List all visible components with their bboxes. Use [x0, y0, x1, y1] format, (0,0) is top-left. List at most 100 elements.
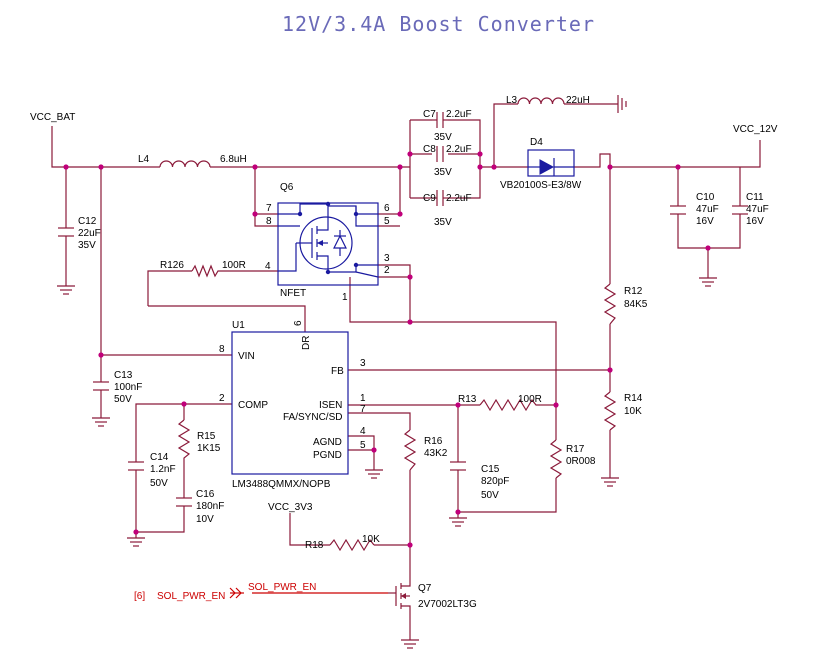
resistor-r18: R18 10K — [305, 534, 380, 552]
u1-pin-isen: ISEN — [319, 400, 342, 411]
r14-value: 10K — [624, 406, 642, 417]
u1-pin-num-7: 7 — [360, 404, 366, 415]
c8-rating: 35V — [434, 167, 452, 178]
c12-value: 22uF — [78, 228, 101, 239]
d4-value: VB20100S-E3/8W — [500, 180, 582, 191]
u1-pin-agnd: AGND — [313, 437, 342, 448]
net-label-vcc-3v3: VCC_3V3 — [268, 502, 313, 513]
u1-pin-num-1: 1 — [360, 393, 366, 404]
c14-rating: 50V — [150, 478, 168, 489]
r13-ref: R13 — [458, 394, 477, 405]
capacitor-c9: C9 2.2uF 35V — [423, 190, 472, 228]
capacitor-c15: C15 820pF 50V — [450, 461, 509, 501]
c9-ref: C9 — [423, 193, 436, 204]
schematic-title: 12V/3.4A Boost Converter — [282, 12, 595, 36]
c13-value: 100nF — [114, 382, 142, 393]
q7-value: 2V7002LT3G — [418, 599, 477, 610]
c14-ref: C14 — [150, 452, 169, 463]
q6-pin-8: 8 — [266, 216, 272, 227]
u1-pin-dr: DR — [301, 336, 312, 350]
c12-ref: C12 — [78, 216, 97, 227]
u1-pin-fb: FB — [331, 366, 344, 377]
r15-ref: R15 — [197, 431, 216, 442]
r18-value: 10K — [362, 534, 380, 545]
c13-ref: C13 — [114, 370, 133, 381]
d4-ref: D4 — [530, 137, 543, 148]
q6-pin-2: 2 — [384, 265, 390, 276]
r13-value: 100R — [518, 394, 542, 405]
junction-dots — [63, 151, 711, 548]
capacitor-c11: C11 47uF 16V — [732, 192, 769, 227]
resistor-r17: R17 0R008 — [549, 439, 596, 479]
q7-ref: Q7 — [418, 583, 432, 594]
q6-ref: Q6 — [280, 182, 294, 193]
inductor-l3: L3 22uH — [506, 95, 590, 106]
u1-pin-vin: VIN — [238, 351, 255, 362]
c10-value: 47uF — [696, 204, 719, 215]
l3-value: 22uH — [566, 95, 590, 106]
r12-value: 84K5 — [624, 299, 648, 310]
u1-pin-num-8: 8 — [219, 344, 225, 355]
u1-pin-comp: COMP — [238, 400, 268, 411]
u1-pin-num-6: 6 — [293, 320, 304, 326]
ground-symbols — [57, 95, 717, 649]
u1-part: LM3488QMMX/NOPB — [232, 479, 331, 490]
capacitor-c10: C10 47uF 16V — [670, 192, 719, 227]
c13-rating: 50V — [114, 394, 132, 405]
resistor-r12: R12 84K5 — [603, 283, 648, 325]
resistor-r13: R13 100R — [458, 394, 542, 412]
r16-value: 43K2 — [424, 448, 448, 459]
c16-ref: C16 — [196, 489, 215, 500]
c16-value: 180nF — [196, 501, 224, 512]
r12-ref: R12 — [624, 286, 643, 297]
capacitor-c8: C8 2.2uF 35V — [423, 144, 472, 178]
c10-ref: C10 — [696, 192, 715, 203]
port-sol-pwr-en: SOL_PWR_EN — [157, 591, 225, 602]
r15-value: 1K15 — [197, 443, 221, 454]
u1-ref: U1 — [232, 320, 245, 331]
capacitor-c13: C13 100nF 50V — [93, 370, 142, 405]
net-label-vcc-bat: VCC_BAT — [30, 112, 75, 123]
c7-value: 2.2uF — [446, 109, 472, 120]
ic-u1: U1 LM3488QMMX/NOPB VIN COMP FB ISEN FA/S… — [219, 320, 366, 490]
inductor-l4: L4 6.8uH — [138, 154, 247, 168]
r14-ref: R14 — [624, 393, 643, 404]
q6-pin-3: 3 — [384, 253, 390, 264]
r17-value: 0R008 — [566, 456, 596, 467]
resistor-r14: R14 10K — [603, 391, 643, 431]
c11-rating: 16V — [746, 216, 764, 227]
sol-pwr-en-net — [229, 587, 388, 599]
net-label-sol-pwr-en: SOL_PWR_EN — [248, 582, 316, 593]
r126-ref: R126 — [160, 260, 184, 271]
c11-value: 47uF — [746, 204, 769, 215]
c15-rating: 50V — [481, 490, 499, 501]
q6-type: NFET — [280, 288, 306, 299]
q6-pin-7: 7 — [266, 203, 272, 214]
net-label-vcc-12v: VCC_12V — [733, 124, 778, 135]
u1-pin-num-5: 5 — [360, 440, 366, 451]
u1-pin-num-2: 2 — [219, 393, 225, 404]
q6-pin-6: 6 — [384, 203, 390, 214]
c15-value: 820pF — [481, 476, 509, 487]
c11-ref: C11 — [746, 192, 764, 203]
l4-value: 6.8uH — [220, 154, 247, 165]
resistor-r126: R126 100R — [160, 260, 246, 278]
l3-ref: L3 — [506, 95, 518, 106]
u1-pin-num-4: 4 — [360, 426, 366, 437]
mosfet-q7: Q7 2V7002LT3G — [388, 583, 477, 618]
c9-rating: 35V — [434, 217, 452, 228]
sheet-reference: [6] — [134, 591, 145, 602]
q6-pin-4: 4 — [265, 261, 271, 272]
c8-ref: C8 — [423, 144, 436, 155]
c7-rating: 35V — [434, 132, 452, 143]
c10-rating: 16V — [696, 216, 714, 227]
c14-value: 1.2nF — [150, 464, 176, 475]
u1-pin-num-3: 3 — [360, 358, 366, 369]
q6-pin-5: 5 — [384, 216, 390, 227]
r126-value: 100R — [222, 260, 246, 271]
resistor-r15: R15 1K15 — [177, 419, 221, 462]
capacitor-c14: C14 1.2nF 50V — [128, 452, 176, 489]
capacitor-c12: C12 22uF 35V — [58, 216, 101, 251]
c12-rating: 35V — [78, 240, 96, 251]
